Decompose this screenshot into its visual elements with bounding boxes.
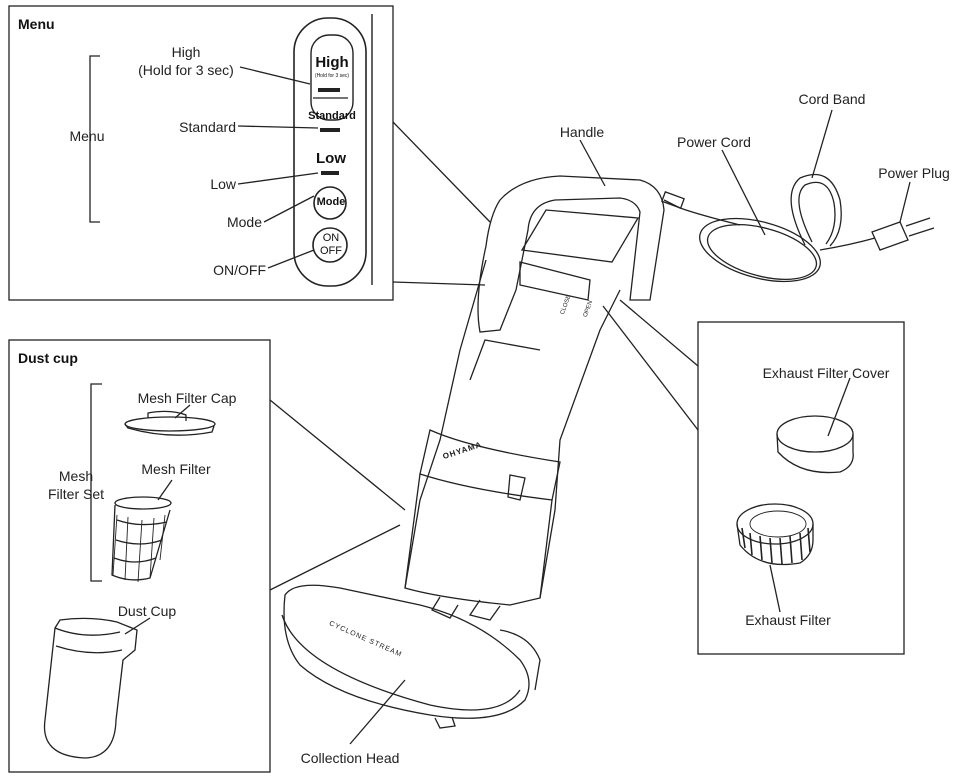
mode-button	[313, 186, 347, 220]
dust-cup-drawing	[43, 617, 138, 759]
menu-box-frame	[8, 5, 394, 301]
label-power-plug: Power Plug	[878, 165, 950, 181]
label-dust-cup: Dust Cup	[117, 603, 177, 619]
label-low: Low	[210, 176, 236, 192]
exhaust-box-frame	[697, 321, 905, 655]
label-mesh-filter: Mesh Filter	[141, 461, 211, 477]
label-mode: Mode	[226, 214, 262, 230]
cord-band-drawing	[790, 173, 842, 247]
label-high: High	[171, 44, 201, 60]
power-plug-drawing	[871, 221, 909, 251]
label-power-cord: Power Cord	[677, 134, 751, 150]
mesh-group-label-2: Filter Set	[47, 486, 105, 502]
menu-group-label: Menu	[69, 128, 105, 144]
mesh-bracket	[90, 383, 102, 582]
label-mesh-filter-cap: Mesh Filter Cap	[137, 390, 237, 406]
panel-standard-text: Standard	[308, 110, 356, 122]
label-standard: Standard	[179, 119, 236, 135]
panel-low-text: Low	[316, 150, 346, 167]
vacuum-handle	[477, 175, 665, 333]
dust-cup-box-frame	[8, 339, 271, 773]
panel-on-text: ON	[322, 232, 340, 244]
label-exhaust-filter-cover: Exhaust Filter Cover	[762, 365, 890, 381]
vacuum-body	[404, 259, 621, 606]
menu-bracket	[89, 55, 100, 223]
control-panel	[293, 17, 367, 287]
power-cord-coil	[699, 217, 821, 283]
label-collection-head: Collection Head	[300, 750, 400, 766]
label-cord-band: Cord Band	[798, 91, 866, 107]
label-high-hold: (Hold for 3 sec)	[138, 62, 234, 78]
label-exhaust-filter: Exhaust Filter	[745, 612, 831, 628]
menu-box-title: Menu	[18, 16, 55, 32]
mesh-group-label-1: Mesh	[58, 468, 94, 484]
panel-off-text: OFF	[320, 245, 342, 257]
collection-head-drawing	[283, 584, 530, 719]
dust-cup-box-title: Dust cup	[18, 350, 78, 366]
panel-mode-text: Mode	[316, 196, 346, 208]
label-handle: Handle	[559, 124, 605, 140]
panel-high-hold-text: (Hold for 3 sec)	[314, 73, 350, 79]
label-on-off: ON/OFF	[213, 262, 266, 278]
power-button	[312, 227, 348, 263]
panel-high-text: High	[315, 54, 349, 71]
